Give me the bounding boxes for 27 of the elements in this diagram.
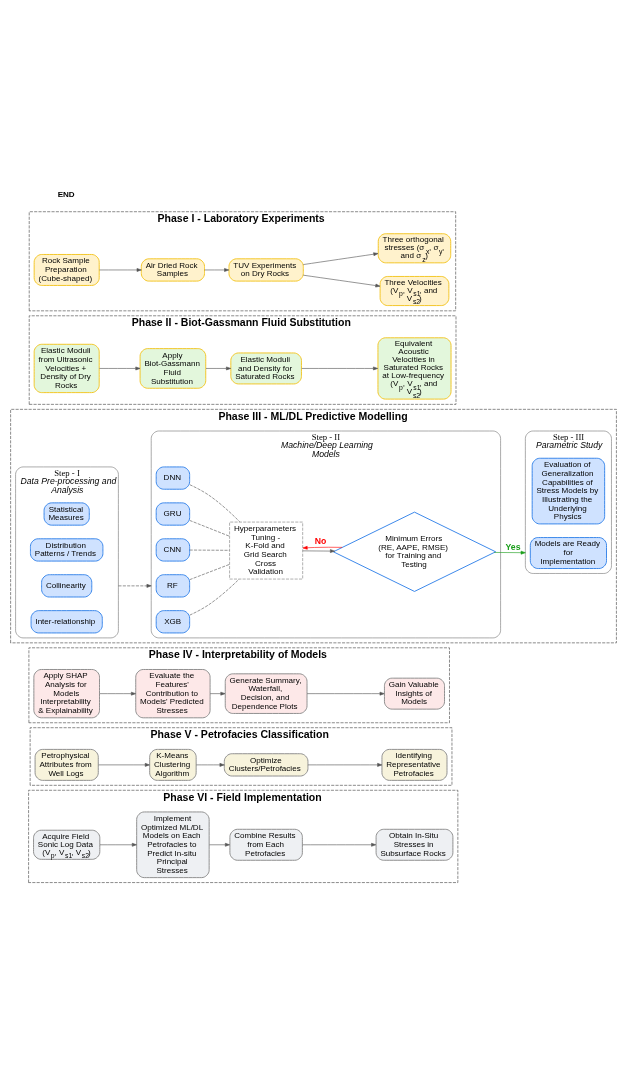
arrow (209, 691, 226, 696)
arrow (307, 763, 383, 767)
arrow (303, 252, 379, 265)
connector (189, 549, 230, 551)
arrow (302, 545, 343, 550)
arrow (99, 691, 136, 696)
connector (189, 578, 240, 616)
arrow (209, 842, 230, 847)
arrow (302, 842, 377, 847)
connector (189, 520, 230, 537)
arrow (99, 268, 142, 272)
arrow (205, 366, 232, 371)
connector (189, 564, 230, 580)
edge-label: No (314, 536, 327, 547)
arrow (204, 268, 230, 272)
arrow (494, 550, 526, 555)
arrow (99, 842, 137, 847)
arrow (301, 366, 379, 371)
arrow (303, 274, 381, 288)
arrow (98, 763, 150, 767)
arrow (99, 366, 141, 371)
arrow (306, 691, 385, 696)
arrow (118, 584, 152, 588)
arrow (195, 763, 225, 767)
edge-label: Yes (505, 542, 521, 553)
connector (189, 484, 241, 523)
arrow (302, 549, 335, 553)
